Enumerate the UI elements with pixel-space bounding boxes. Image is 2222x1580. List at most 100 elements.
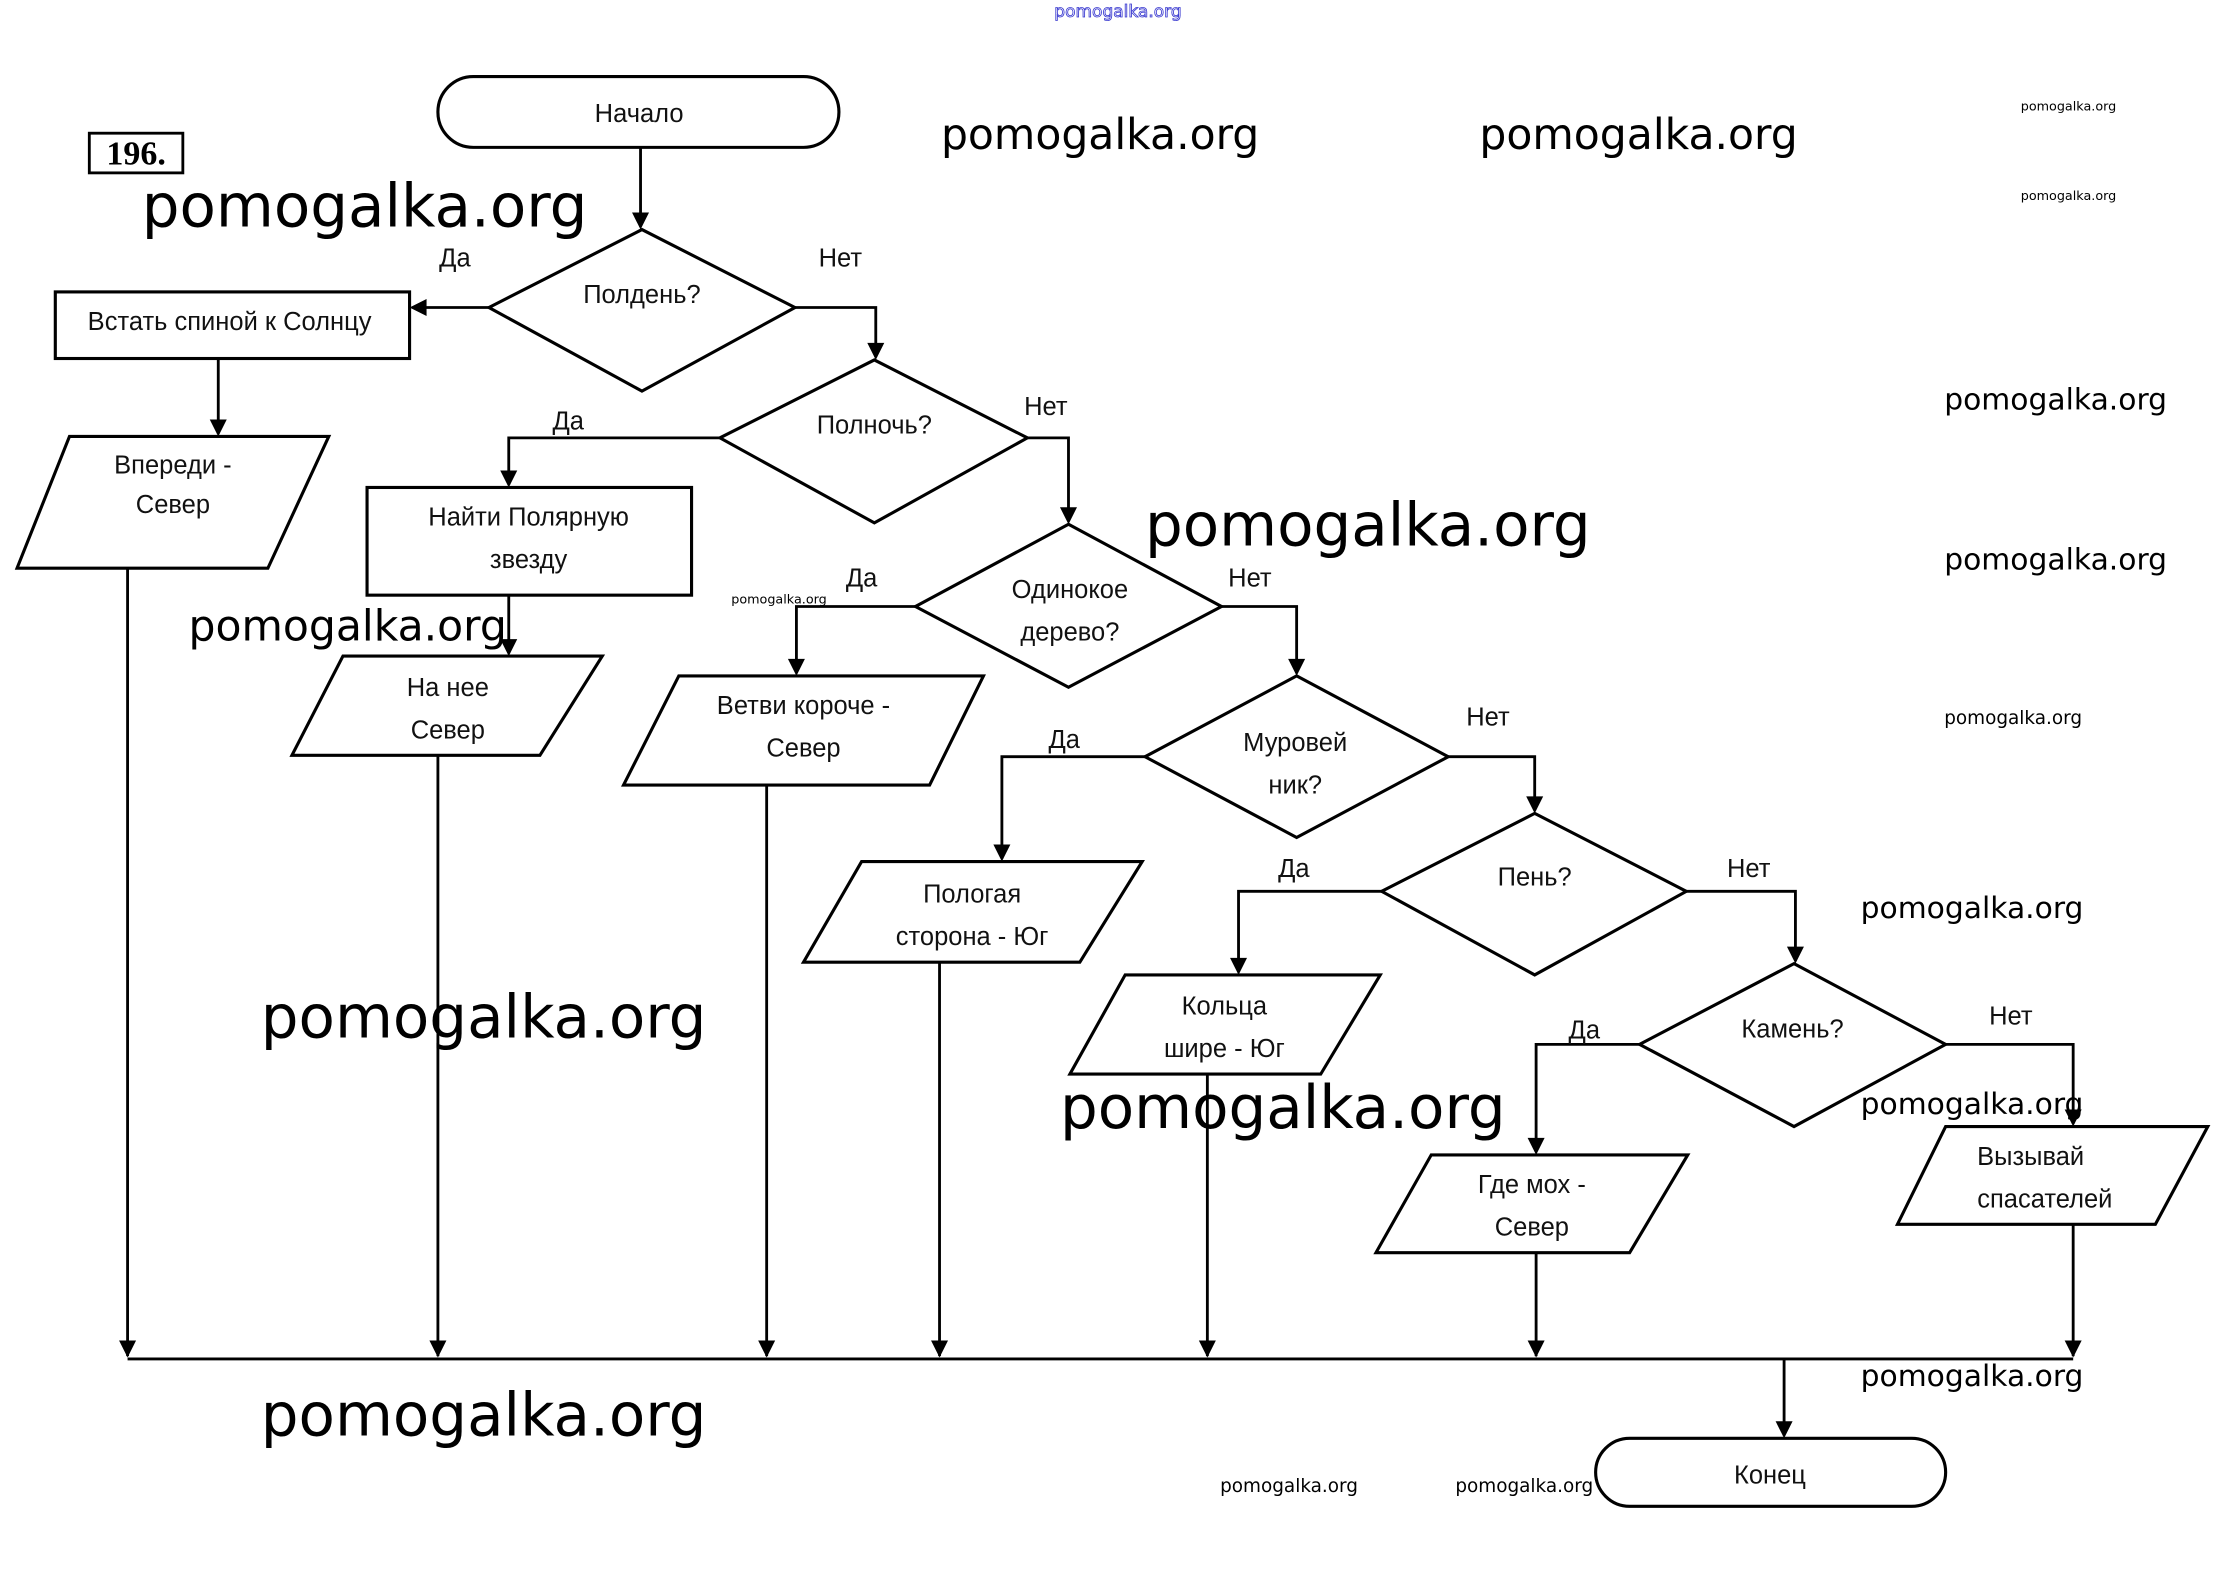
node-find-polaris: Найти Полярную звезду [365, 485, 694, 597]
node-call-rescuers: Вызывай спасателей [1894, 1124, 2211, 1226]
arrow-head [787, 658, 805, 676]
node-q-noon-text: Полдень? [583, 281, 700, 309]
io-shape [621, 674, 986, 787]
node-q-anthill-text-1: Муровей [1243, 729, 1347, 757]
connectors [119, 147, 2082, 1439]
node-branches-shorter-text-2: Север [766, 735, 840, 763]
decision-shape [485, 227, 799, 393]
branch-label-no: Нет [1228, 565, 1272, 593]
decision-shape [1378, 811, 1690, 977]
arrow-head [500, 470, 518, 488]
arrow-head [1527, 1137, 1545, 1155]
node-gentle-side-text-1: Пологая [923, 881, 1021, 909]
node-q-lone-tree-text-2: дерево? [1020, 619, 1119, 647]
node-q-stone-text: Камень? [1741, 1015, 1843, 1043]
arrow-head [931, 1340, 949, 1358]
node-start-text: Начало [595, 100, 684, 128]
node-q-stone: Камень? [1636, 961, 1949, 1129]
decision-shape [716, 358, 1031, 525]
decision-shape [912, 522, 1225, 690]
io-shape [800, 860, 1145, 964]
watermark: pomogalka.org [941, 111, 1259, 160]
watermark: pomogalka.org [1861, 1087, 2084, 1122]
node-q-noon: Полдень? [485, 227, 799, 393]
branch-label-yes: Да [1049, 726, 1081, 754]
arrow-head [632, 212, 650, 230]
decision-shape [1141, 674, 1452, 840]
arrow-head [1198, 1340, 1216, 1358]
arrow-head [409, 298, 427, 316]
watermark: pomogalka.org [1944, 383, 2167, 418]
node-end-text: Конец [1734, 1462, 1806, 1490]
node-call-rescuers-text-1: Вызывай [1977, 1143, 2084, 1171]
watermark: pomogalka.org [2021, 189, 2117, 204]
arrow-head [2064, 1340, 2082, 1358]
problem-number: 196. [106, 135, 166, 172]
node-call-rescuers-text-2: спасателей [1977, 1185, 2112, 1213]
node-q-lone-tree-text-1: Одинокое [1012, 576, 1128, 604]
watermark: pomogalka.org [731, 593, 827, 608]
arrow-head [1230, 957, 1248, 975]
node-ahead-north-text-1: Впереди - [114, 451, 232, 479]
watermark: pomogalka.org [2021, 100, 2117, 115]
node-find-polaris-text-1: Найти Полярную [428, 504, 629, 532]
node-branches-shorter: Ветви короче - Север [621, 674, 986, 787]
branch-label-yes: Да [439, 244, 471, 272]
watermark: pomogalka.org [1861, 891, 2084, 926]
node-q-midnight-text: Полночь? [817, 412, 932, 440]
arrow-head [500, 639, 518, 657]
node-moss-north-text-1: Где мох - [1478, 1171, 1586, 1199]
node-moss-north: Где мох - Север [1373, 1153, 1691, 1255]
branch-label-yes: Да [553, 407, 585, 435]
arrow-head [1526, 796, 1544, 814]
watermark: pomogalka.org [1861, 1359, 2084, 1394]
watermark: pomogalka.org [261, 983, 707, 1052]
branch-label-no: Нет [1989, 1003, 2033, 1031]
process-shape [53, 290, 412, 361]
arrow-head [758, 1340, 776, 1358]
branch-label-yes: Да [1569, 1017, 1601, 1045]
node-rings-wider: Кольца шире - Юг [1067, 973, 1383, 1076]
watermark: pomogalka.org [142, 173, 588, 242]
branch-label-yes: Да [1278, 855, 1310, 883]
watermarks: pomogalka.org pomogalka.org pomogalka.or… [142, 2, 2167, 1498]
io-shape [289, 654, 606, 757]
arrow-head [993, 844, 1011, 862]
arrow-head [2064, 1109, 2082, 1127]
problem-number-badge: 196. [87, 131, 185, 175]
io-shape [1373, 1153, 1691, 1255]
node-gentle-side-text-2: сторона - Юг [896, 923, 1049, 951]
node-q-anthill-text-2: ник? [1268, 772, 1322, 800]
node-rings-wider-text-2: шире - Юг [1164, 1035, 1285, 1063]
watermark: pomogalka.org [1455, 1476, 1593, 1497]
node-gentle-side: Пологая сторона - Юг [800, 860, 1145, 964]
watermark-top-blue: pomogalka.org [1054, 2, 1181, 22]
watermark: pomogalka.org [1145, 492, 1591, 561]
decision-shape [1636, 961, 1949, 1129]
node-q-lone-tree: Одинокое дерево? [912, 522, 1225, 690]
watermark: pomogalka.org [189, 603, 507, 652]
node-ahead-north: Впереди - Север [14, 434, 332, 570]
node-q-stump-text: Пень? [1498, 864, 1572, 892]
end-terminator-shape [1594, 1436, 1948, 1508]
start-terminator-shape [436, 74, 841, 149]
arrow-head [1288, 658, 1306, 676]
node-rings-wider-text-1: Кольца [1182, 993, 1268, 1021]
watermark: pomogalka.org [1060, 1074, 1506, 1143]
arrow-head [209, 419, 227, 437]
node-back-to-sun-text: Встать спиной к Солнцу [88, 308, 372, 336]
arrow-head [867, 342, 885, 360]
branch-label-no: Нет [1727, 855, 1771, 883]
arrow-head [1527, 1340, 1545, 1358]
branch-label-no: Нет [1466, 704, 1510, 732]
process-shape [365, 485, 694, 597]
node-moss-north-text-2: Север [1495, 1214, 1569, 1242]
io-shape [14, 434, 332, 570]
node-find-polaris-text-2: звезду [490, 546, 568, 574]
node-q-anthill: Муровей ник? [1141, 674, 1452, 840]
arrow-head [429, 1340, 447, 1358]
node-q-stump: Пень? [1378, 811, 1690, 977]
node-start: Начало [436, 74, 841, 149]
branch-labels: Да Нет Да Нет Да Нет Да Нет Да Нет Да Не… [439, 244, 2033, 1044]
